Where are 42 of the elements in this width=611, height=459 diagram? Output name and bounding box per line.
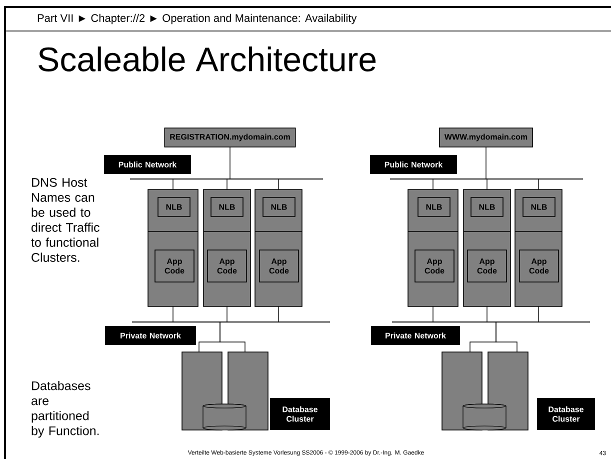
- connector-line: [226, 306, 228, 322]
- database-cylinder: [462, 404, 506, 430]
- database-cylinder: [202, 404, 246, 430]
- connector-line: [486, 179, 488, 190]
- app-code-box: App Code: [154, 250, 194, 282]
- app-code-box: App Code: [259, 250, 299, 282]
- nlb-box: NLB: [158, 197, 190, 217]
- connector-line: [220, 322, 246, 352]
- connector-line: [486, 306, 488, 322]
- nlb-box: NLB: [522, 197, 556, 217]
- connector-line: [172, 179, 174, 190]
- connector-line: [432, 306, 434, 322]
- connector-line: [538, 306, 539, 322]
- nlb-box: NLB: [470, 197, 504, 217]
- network-label: Private Network: [105, 326, 196, 345]
- connector-line: [226, 179, 228, 190]
- connector-line: [432, 179, 434, 190]
- connector-line: [496, 322, 518, 352]
- nlb-box: NLB: [262, 197, 296, 217]
- app-code-box: App Code: [207, 250, 247, 282]
- network-label: Public Network: [104, 155, 191, 174]
- note-text: DNS Host Names can be used to direct Traffic to functional Clusters.: [31, 178, 100, 262]
- network-label: Public Network: [370, 155, 457, 174]
- app-code-box: App Code: [519, 250, 559, 282]
- note-text: Databases are partitioned by Function.: [32, 381, 99, 438]
- slide-title: Scaleable Architecture: [38, 46, 376, 72]
- network-label: Private Network: [371, 326, 460, 345]
- cluster-label: Database Cluster: [270, 398, 330, 430]
- domain-box: REGISTRATION.mydomain.com: [164, 128, 296, 148]
- network-line: [130, 178, 323, 180]
- app-code-box: App Code: [467, 250, 507, 282]
- nlb-box: NLB: [210, 197, 244, 217]
- connector-line: [172, 306, 174, 322]
- app-code-box: App Code: [414, 250, 454, 282]
- connector-line: [278, 179, 279, 190]
- nlb-box: NLB: [418, 197, 450, 217]
- connector-line: [538, 179, 539, 190]
- network-line: [390, 178, 583, 180]
- domain-box: WWW.mydomain.com: [439, 128, 533, 148]
- connector-line: [278, 306, 279, 322]
- cluster-label: Database Cluster: [537, 398, 595, 430]
- breadcrumb: Part VII ► Chapter://2 ► Operation and Maintenance: Availability: [38, 14, 357, 24]
